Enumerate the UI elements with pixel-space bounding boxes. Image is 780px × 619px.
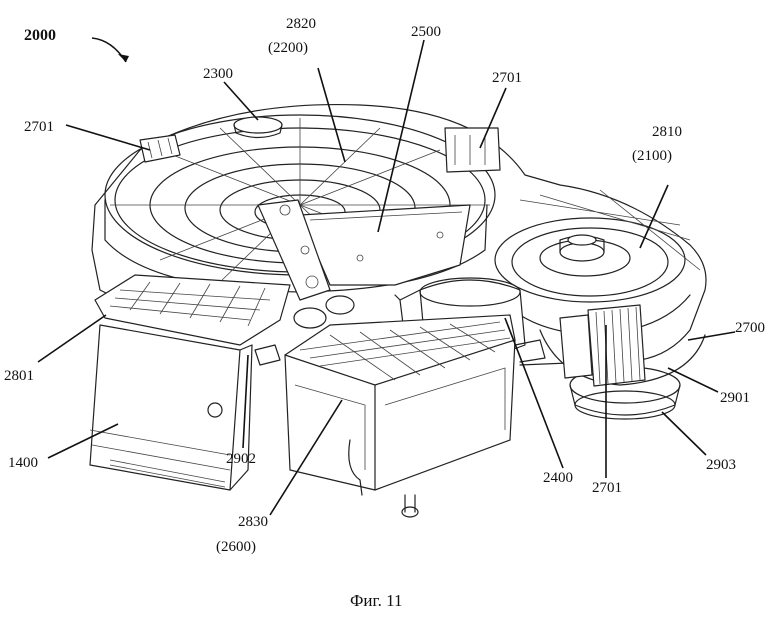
label-2701-bottom: 2701 bbox=[592, 480, 622, 496]
assembly-arrow bbox=[92, 38, 126, 62]
finned-block-2701 bbox=[560, 305, 645, 386]
label-2801: 2801 bbox=[4, 368, 34, 384]
label-2901: 2901 bbox=[720, 390, 750, 406]
label-2810: 2810 bbox=[652, 124, 682, 140]
label-2300: 2300 bbox=[203, 66, 233, 82]
label-2902: 2902 bbox=[226, 451, 256, 467]
leader-2901 bbox=[668, 368, 718, 392]
leader-2801 bbox=[38, 315, 106, 362]
label-2701-left: 2701 bbox=[24, 119, 54, 135]
label-2100: (2100) bbox=[632, 148, 672, 164]
filter-box-2830 bbox=[285, 315, 515, 517]
label-2701-top: 2701 bbox=[492, 70, 522, 86]
leader-2810 bbox=[640, 185, 668, 248]
label-2500: 2500 bbox=[411, 24, 441, 40]
label-2830: 2830 bbox=[238, 514, 268, 530]
label-2700: 2700 bbox=[735, 320, 765, 336]
label-1400: 1400 bbox=[8, 455, 38, 471]
leader-2701-left bbox=[66, 125, 150, 150]
label-2820: 2820 bbox=[286, 16, 316, 32]
center-cover-2500 bbox=[300, 205, 470, 285]
leader-2700 bbox=[688, 332, 735, 340]
leader-2400 bbox=[505, 318, 563, 468]
figure-caption: Фиг. 11 bbox=[350, 591, 402, 610]
label-2903: 2903 bbox=[706, 457, 736, 473]
leader-2903 bbox=[662, 412, 706, 455]
leader-2902 bbox=[243, 355, 248, 448]
label-2400: 2400 bbox=[543, 470, 573, 486]
assembly-drawing bbox=[90, 105, 706, 517]
leader-2300 bbox=[224, 82, 258, 120]
motor-cap-2300 bbox=[234, 117, 282, 138]
label-assembly-2000: 2000 bbox=[24, 27, 56, 44]
assembly-arrowhead bbox=[118, 54, 129, 62]
label-2200: (2200) bbox=[268, 40, 308, 56]
label-2600: (2600) bbox=[216, 539, 256, 555]
connector-bracket-top-2701 bbox=[445, 128, 500, 172]
